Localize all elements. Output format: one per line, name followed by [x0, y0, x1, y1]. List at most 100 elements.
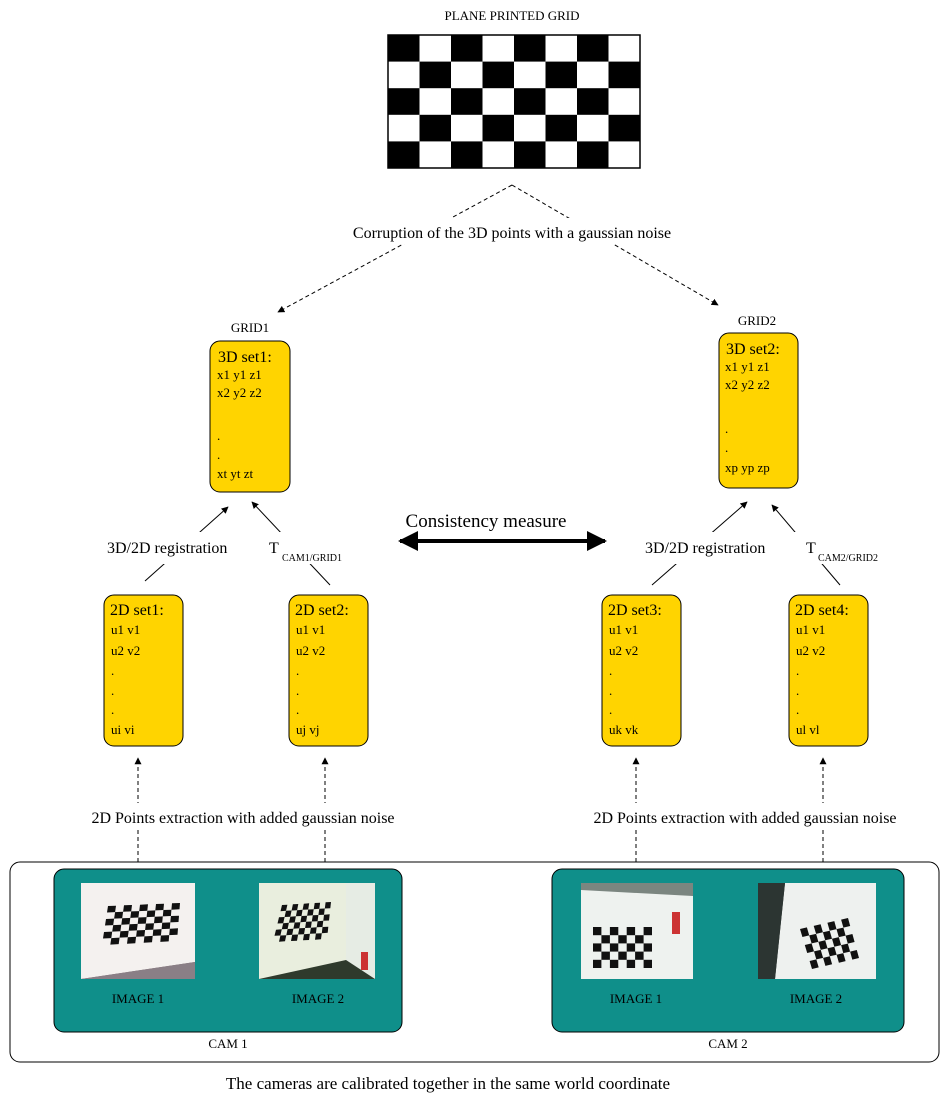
photo-checker-square	[127, 936, 137, 944]
2d-set1-line: .	[111, 683, 114, 698]
2d-set1-line: .	[111, 663, 114, 678]
photo-checker-square	[827, 946, 837, 957]
photo-checker-square	[309, 927, 317, 934]
photo-checker-square	[809, 933, 819, 944]
photo-checker-square	[280, 904, 288, 912]
2d-set4-line: .	[796, 663, 799, 678]
photo-checker-square	[171, 903, 180, 910]
photo-checker-square	[836, 927, 846, 938]
photo-table	[581, 883, 693, 896]
photo-checker-square	[324, 902, 331, 909]
corruption-label-bg	[300, 218, 740, 244]
photo-checker-square	[836, 953, 846, 963]
grid2-label: GRID2	[738, 313, 776, 328]
photo-checker-square	[303, 933, 310, 941]
photo-checker-square	[318, 908, 325, 915]
2d-set3-line: u1 v1	[609, 622, 638, 637]
photo-checker-square	[809, 959, 819, 969]
photo-checker-square	[609, 927, 619, 936]
photo-checker-square	[609, 959, 619, 968]
photo-checker-square	[298, 928, 306, 935]
grid2-set-title: 3D set2:	[726, 341, 780, 358]
extraction-label-right-bg	[548, 803, 940, 829]
registration2-subscript: CAM2/GRID2	[818, 553, 878, 564]
photo-checker-square	[128, 923, 138, 931]
2d-set2-line: .	[296, 683, 299, 698]
corruption-arrow-right	[511, 184, 719, 306]
photo-checker-square	[593, 927, 602, 936]
extraction-label-left-bg	[48, 803, 438, 829]
photo-checker-square	[302, 903, 310, 910]
photo-checker-square	[626, 927, 636, 936]
photo-checker-square	[130, 911, 140, 918]
footer-caption: The cameras are calibrated together in t…	[226, 1074, 670, 1093]
grid1-line-3: .	[217, 428, 220, 443]
photo-checker-square	[137, 917, 147, 924]
2d-set3-line: u2 v2	[609, 643, 638, 658]
photo-checker-square	[105, 918, 115, 926]
photo-checker-square	[300, 915, 308, 923]
photo-checker-square	[155, 903, 164, 911]
grid1-set-title: 3D set1:	[218, 349, 272, 366]
photo-checker-square	[281, 922, 289, 930]
2d-set1-line: .	[111, 702, 114, 717]
photo-checker-square	[618, 935, 627, 944]
photo-checker-square	[110, 937, 120, 945]
2d-set2-title: 2D set2:	[295, 602, 349, 619]
photo-checker-square	[643, 959, 652, 968]
corruption-arrow-left	[277, 184, 513, 313]
cam1-image2-label: IMAGE 2	[292, 991, 344, 1006]
photo-checker-square	[145, 923, 154, 930]
2d-set1-box	[103, 594, 184, 747]
photo-checker-square	[103, 931, 113, 939]
photo-checker-square	[288, 916, 296, 923]
cam2-image2-label: IMAGE 2	[790, 991, 842, 1006]
photo-checker-square	[635, 935, 644, 944]
photo-checker-square	[601, 935, 610, 944]
photo-checker-square	[827, 921, 837, 931]
photo-checker-square	[813, 924, 823, 934]
registration1-label-bg	[105, 532, 385, 564]
grid1-line-4: .	[217, 447, 220, 462]
2d-set2-line: .	[296, 663, 299, 678]
photo-checker-square	[169, 928, 178, 936]
checker-square	[514, 141, 546, 168]
checker-square	[451, 141, 483, 168]
photo-checker-square	[123, 905, 132, 912]
2d-set2-line: uj vj	[296, 722, 319, 737]
grid2-line-2: x2 y2 z2	[725, 377, 770, 392]
2d-set3-line: .	[609, 683, 612, 698]
grid2-3d-set-box	[718, 332, 799, 489]
cam2-image1-photo	[581, 883, 693, 979]
photo-checker-square	[152, 929, 162, 936]
checker-square	[482, 114, 514, 142]
checker-square	[388, 88, 420, 115]
grid2-line-3: .	[725, 421, 728, 436]
photo-checker-square	[121, 917, 131, 925]
photo-checker-square	[136, 930, 146, 937]
grid2-line-1: x1 y1 z1	[725, 359, 770, 374]
2d-set3-line: .	[609, 663, 612, 678]
checker-square	[451, 35, 483, 62]
2d-set3-line: uk vk	[609, 722, 639, 737]
checker-square	[419, 114, 451, 142]
2d-set1-line: u1 v1	[111, 622, 140, 637]
cam1-image1-photo	[81, 883, 195, 979]
photo-checker-square	[107, 905, 116, 913]
2d-set4-line: .	[796, 702, 799, 717]
2d-set4-line: u2 v2	[796, 643, 825, 658]
grid2-line-4: .	[725, 440, 728, 455]
photo-checker-square	[274, 929, 282, 936]
checker-square	[545, 61, 577, 89]
photo-checker-square	[154, 916, 163, 924]
checker-square	[577, 141, 609, 168]
2d-set1-title: 2D set1:	[110, 602, 164, 619]
checker-square	[514, 88, 546, 115]
printed-checkerboard	[387, 34, 641, 169]
photo-checker-square	[804, 943, 814, 953]
photo-checker-square	[601, 951, 610, 960]
photo-checker-square	[841, 918, 851, 928]
registration2-label: 3D/2D registration	[645, 540, 765, 557]
photo-checker-square	[307, 909, 314, 916]
